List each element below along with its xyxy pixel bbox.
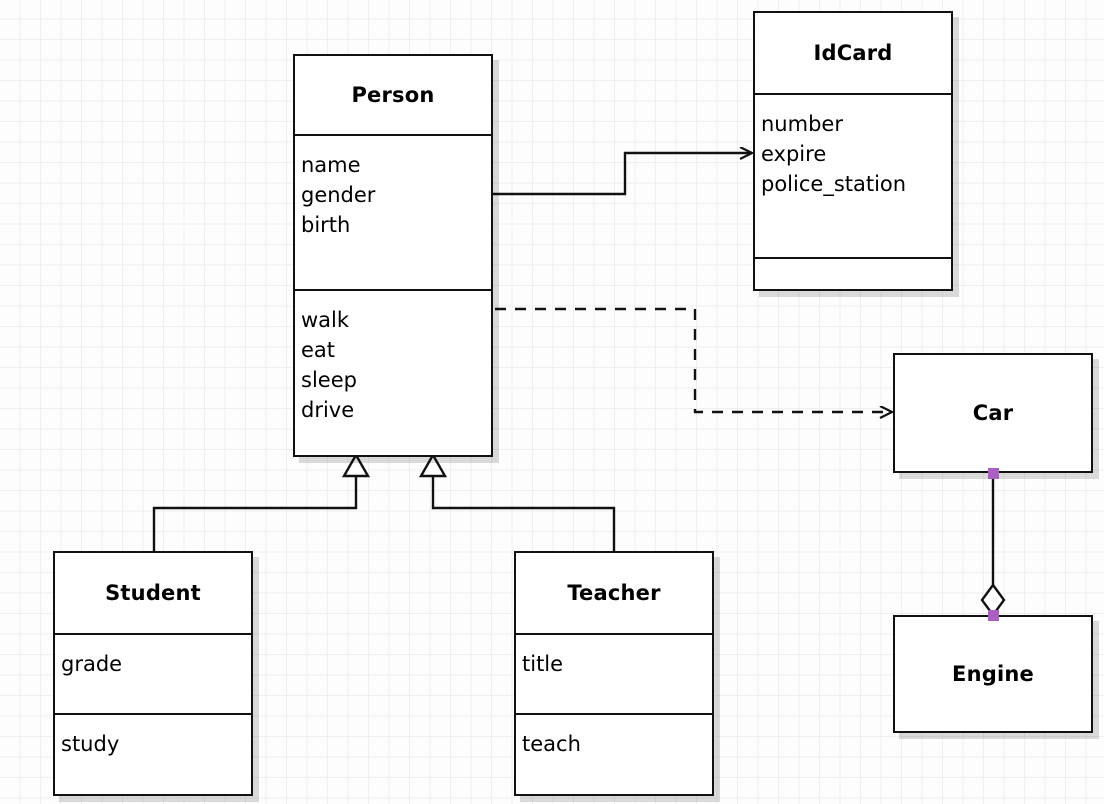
attributes-idcard: number expire police_station bbox=[755, 93, 951, 257]
class-box-teacher[interactable]: Teacher title teach bbox=[514, 551, 714, 796]
edge-handle-engine-end[interactable] bbox=[988, 610, 999, 621]
generalization-triangle bbox=[341, 452, 371, 478]
class-title-text: Person bbox=[351, 83, 435, 107]
attribute-row: number bbox=[761, 112, 843, 136]
relationship-teacher-person[interactable] bbox=[418, 452, 616, 551]
class-name-engine: Engine bbox=[895, 617, 1091, 731]
attribute-row: birth bbox=[301, 213, 351, 237]
attribute-row: title bbox=[522, 652, 564, 676]
class-box-engine[interactable]: Engine bbox=[893, 615, 1093, 733]
attributes-teacher: title bbox=[516, 633, 712, 713]
attribute-row: expire bbox=[761, 142, 827, 166]
class-title-text: Teacher bbox=[567, 581, 661, 605]
attribute-row: police_station bbox=[761, 172, 907, 196]
methods-idcard bbox=[755, 257, 951, 293]
class-title-text: Car bbox=[972, 401, 1014, 425]
class-name-teacher: Teacher bbox=[516, 553, 712, 633]
class-name-student: Student bbox=[55, 553, 251, 633]
attributes-student: grade bbox=[55, 633, 251, 713]
class-box-person[interactable]: Person name gender birth walk eat sleep … bbox=[293, 54, 493, 457]
class-title-text: IdCard bbox=[813, 41, 893, 65]
relationship-person-car[interactable] bbox=[495, 307, 892, 412]
class-title-text: Student bbox=[105, 581, 201, 605]
class-name-person: Person bbox=[295, 56, 491, 134]
class-box-idcard[interactable]: IdCard number expire police_station bbox=[753, 11, 953, 291]
method-row: teach bbox=[522, 732, 581, 756]
attribute-row: gender bbox=[301, 183, 376, 207]
class-box-student[interactable]: Student grade study bbox=[53, 551, 253, 796]
method-row: sleep bbox=[301, 368, 357, 392]
attribute-row: name bbox=[301, 153, 361, 177]
class-title-text: Engine bbox=[952, 662, 1034, 686]
method-row: study bbox=[61, 732, 120, 756]
class-name-car: Car bbox=[895, 355, 1091, 471]
method-row: walk bbox=[301, 308, 350, 332]
attribute-row: grade bbox=[61, 652, 123, 676]
methods-person: walk eat sleep drive bbox=[295, 289, 491, 457]
attributes-person: name gender birth bbox=[295, 134, 491, 289]
generalization-triangle bbox=[418, 452, 448, 478]
methods-student: study bbox=[55, 713, 251, 796]
methods-teacher: teach bbox=[516, 713, 712, 796]
method-row: eat bbox=[301, 338, 336, 362]
relationship-student-person[interactable] bbox=[152, 452, 371, 551]
relationship-person-idcard[interactable] bbox=[493, 153, 752, 196]
relationship-car-engine[interactable] bbox=[980, 473, 1006, 618]
edge-handle-car-end[interactable] bbox=[988, 468, 999, 479]
class-box-car[interactable]: Car bbox=[893, 353, 1093, 473]
class-name-idcard: IdCard bbox=[755, 13, 951, 93]
method-row: drive bbox=[301, 398, 355, 422]
